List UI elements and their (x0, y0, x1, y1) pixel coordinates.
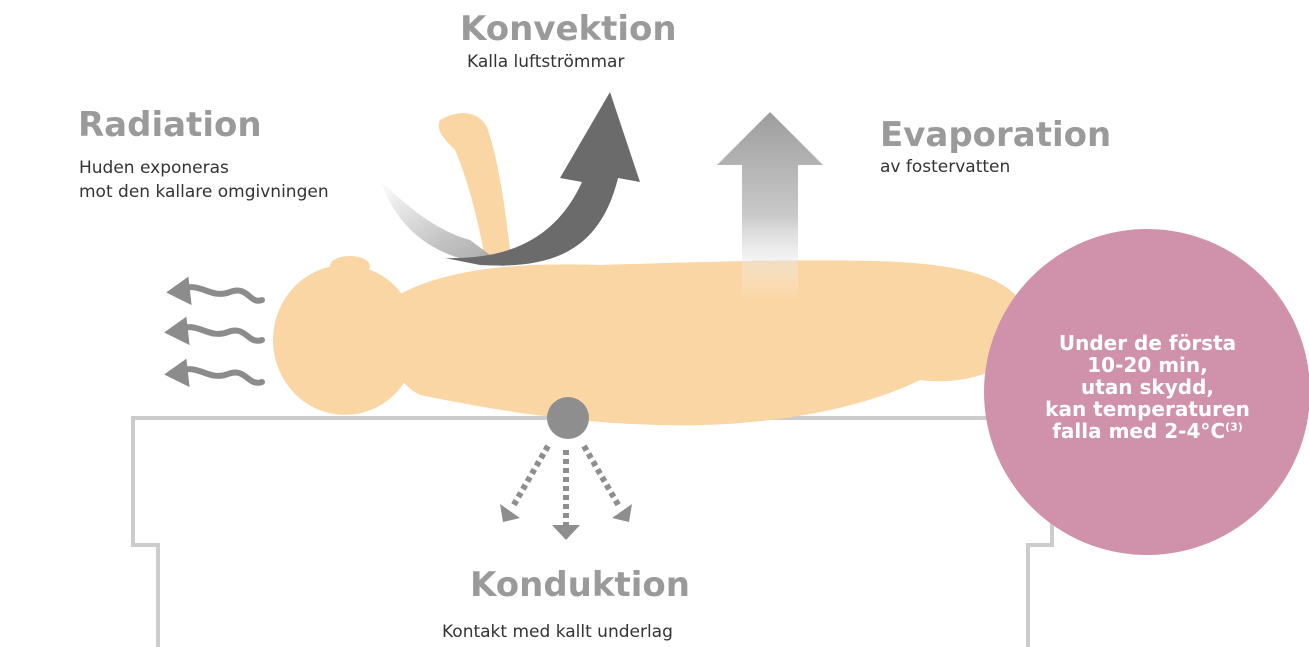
radiation-title: Radiation (78, 106, 262, 144)
footnote-ref: (3) (1225, 420, 1243, 433)
radiation-line1: Huden exponeras (79, 157, 229, 179)
convection-title: Konvektion (460, 10, 677, 48)
convection-subtitle: Kalla luftströmmar (467, 51, 624, 73)
info-line-3: utan skydd, (985, 376, 1309, 398)
conduction-title: Konduktion (470, 566, 690, 604)
info-line-2: 10-20 min, (985, 354, 1309, 376)
info-line-5-text: falla med 2-4°C (1052, 419, 1225, 443)
heat-wave-icon (170, 282, 262, 383)
info-line-1: Under de första (985, 332, 1309, 354)
radiation-line2: mot den kallare omgivningen (79, 181, 329, 203)
evaporation-subtitle: av fostervatten (880, 156, 1010, 178)
evaporation-title: Evaporation (880, 116, 1111, 154)
conduction-subtitle: Kontakt med kallt underlag (442, 621, 673, 643)
info-line-4: kan temperaturen (985, 398, 1309, 420)
info-circle-text: Under de första 10-20 min, utan skydd, k… (985, 332, 1309, 452)
info-line-5: falla med 2-4°C(3) (985, 420, 1309, 442)
table-outline (133, 418, 1052, 647)
